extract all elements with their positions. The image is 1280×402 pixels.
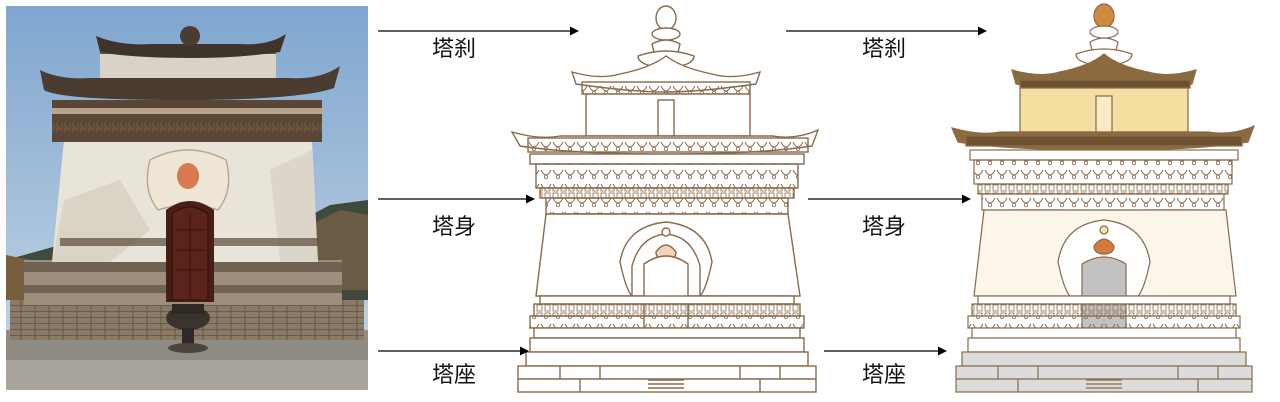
- label-top-left: 塔刹: [432, 37, 476, 62]
- base-colored: [955, 295, 1253, 393]
- label-top-right: 塔刹: [862, 37, 906, 62]
- label-bottom-right: 塔座: [862, 363, 906, 388]
- label-middle-right: 塔身: [862, 215, 906, 240]
- pagoda-photograph: [6, 6, 368, 390]
- pagoda-colored-drawing: [950, 3, 1256, 393]
- callout-arrows: [378, 26, 987, 356]
- pagoda-line-drawing: [510, 5, 820, 393]
- label-middle-left: 塔身: [432, 215, 476, 240]
- base-line: [517, 295, 817, 393]
- label-bottom-left: 塔座: [432, 363, 476, 388]
